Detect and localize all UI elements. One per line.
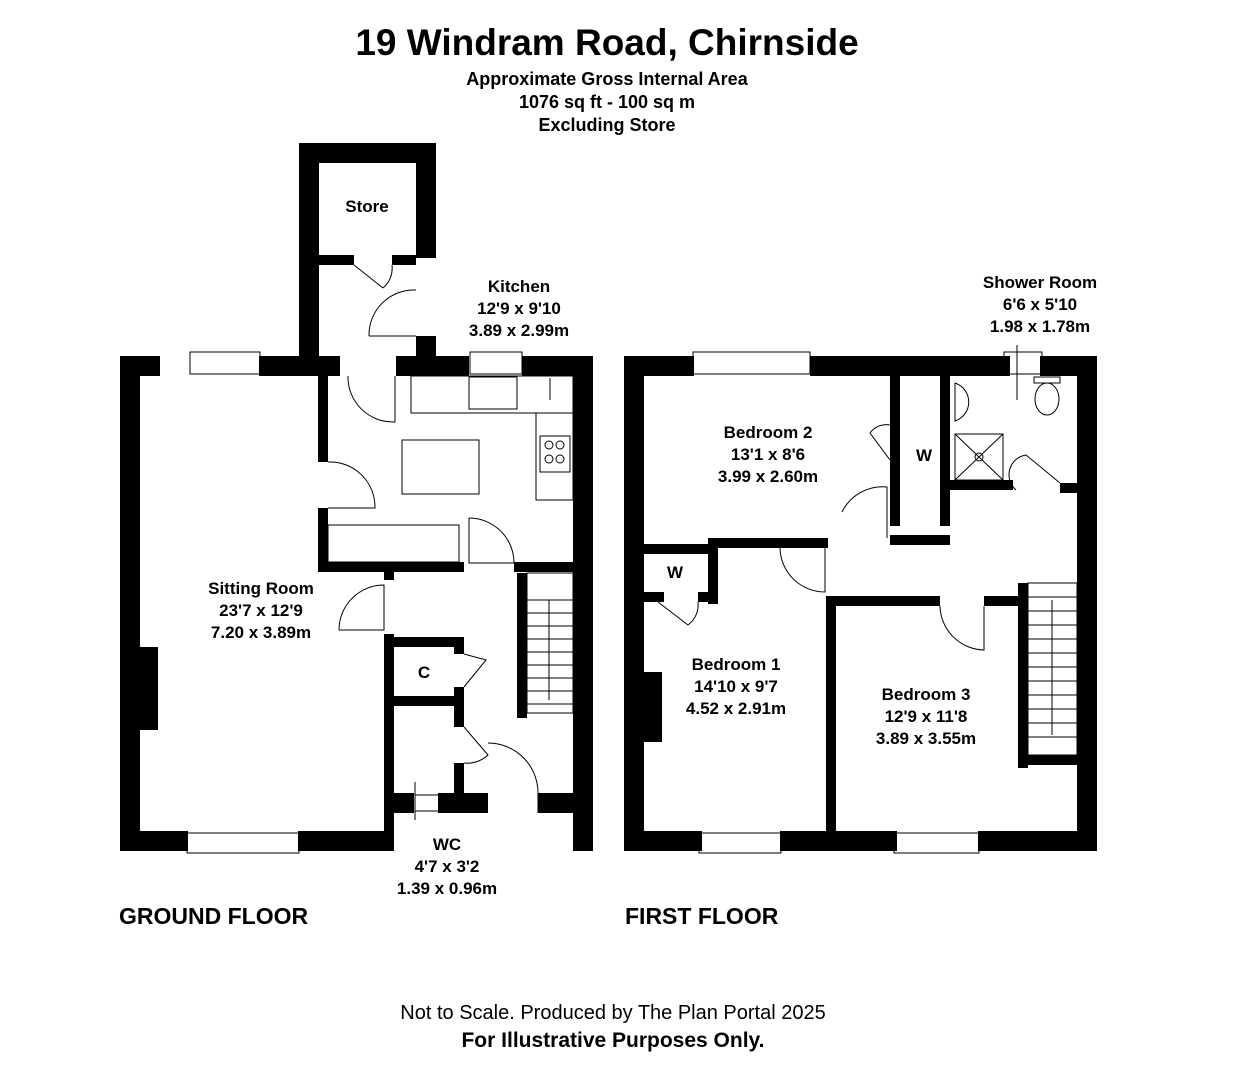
disclaimer-illustrative: For Illustrative Purposes Only.: [461, 1029, 765, 1052]
first-floor-fixtures: [657, 345, 1078, 854]
room-store-label: Store: [345, 197, 389, 216]
area-value: 1076 sq ft - 100 sq m: [518, 92, 696, 112]
ground-floor-fixtures: [186, 264, 574, 854]
area-caption: Approximate Gross Internal Area: [466, 69, 748, 89]
ground-floor-plan: [120, 143, 593, 851]
first-floor-heading: FIRST FLOOR: [625, 903, 779, 929]
area-exclusion-note: Excluding Store: [538, 115, 676, 135]
first-floor-plan: [624, 356, 1097, 851]
plan-title: 19 Windram Road, Chirnside: [355, 22, 859, 63]
room-wardrobe-2-label: W: [915, 446, 933, 465]
ground-floor-heading: GROUND FLOOR: [119, 903, 309, 929]
room-wardrobe-1-label: W: [666, 563, 684, 582]
room-cupboard-label: C: [417, 663, 431, 682]
disclaimer-scale: Not to Scale. Produced by The Plan Porta…: [400, 1002, 826, 1024]
